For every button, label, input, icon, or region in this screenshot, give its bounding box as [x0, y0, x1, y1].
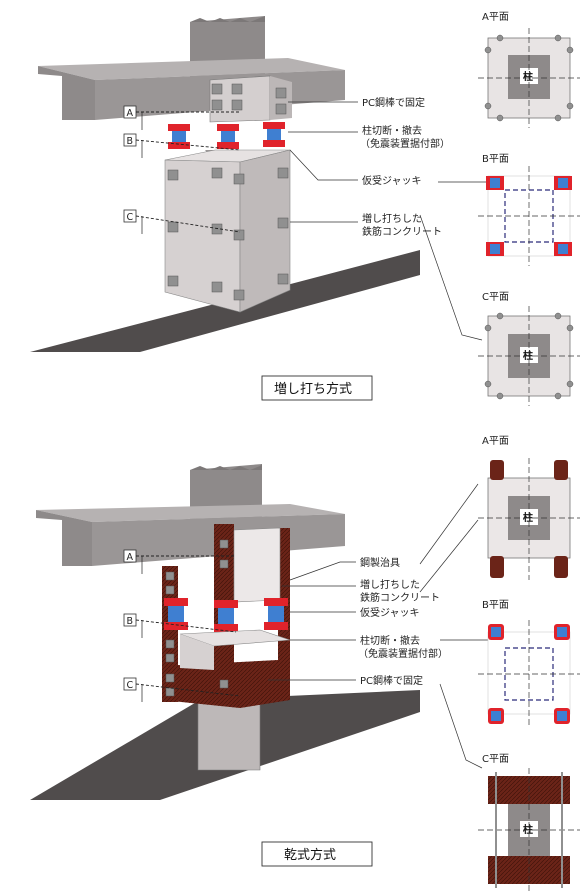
- top-plan-b: B平面: [478, 154, 580, 266]
- bottom-plan-c: C平面 柱: [478, 754, 580, 892]
- bottom-title-box: [261, 841, 373, 867]
- top-marker-b: B: [127, 136, 134, 147]
- top-plan-c: C平面 柱: [478, 292, 580, 406]
- top-leader-lines: [288, 101, 488, 341]
- top-method-illustration: A B C PC鋼棒で固定 柱切断・撤去 （免震装置据付部） 仮受ジャッキ 増し…: [30, 16, 488, 401]
- bottom-callout-cut-2: （免震装置据付部）: [358, 647, 448, 660]
- bottom-jack-row: [164, 598, 288, 632]
- bottom-callout-concrete-1: 増し打ちした: [360, 578, 420, 591]
- bottom-section-markers: A B C: [123, 549, 241, 702]
- top-plan-a-label: A平面: [482, 12, 509, 23]
- top-callout-concrete-1: 増し打ちした: [362, 212, 422, 225]
- bottom-marker-c: C: [127, 680, 134, 691]
- top-beam-slab-front: [38, 66, 95, 120]
- top-plan-b-label: B平面: [482, 154, 509, 165]
- bottom-callout-pc-bar: PC鋼棒で固定: [360, 674, 423, 687]
- top-title: 増し打ち方式: [274, 381, 352, 397]
- bottom-marker-a: A: [127, 552, 134, 563]
- bottom-callout-concrete-2: 鉄筋コンクリート: [360, 591, 440, 604]
- bottom-callout-steel-jig: 鋼製治具: [360, 556, 400, 569]
- top-callout-pc-bar: PC鋼棒で固定: [362, 96, 425, 109]
- bottom-plan-a-column: 柱: [523, 511, 533, 524]
- bottom-beam-slab-top: [36, 504, 345, 522]
- bottom-callout-jack: 仮受ジャッキ: [360, 606, 420, 619]
- bottom-marker-b: B: [127, 616, 134, 627]
- bottom-plan-a-label: A平面: [482, 436, 509, 447]
- top-jack-row: [168, 122, 285, 149]
- bottom-plan-a: A平面 柱: [478, 436, 580, 580]
- bottom-plan-c-label: C平面: [482, 754, 509, 765]
- bottom-leader-lines: [268, 483, 495, 769]
- top-plan-c-label: C平面: [482, 292, 509, 303]
- top-plan-c-column: 柱: [523, 349, 533, 362]
- top-plan-a: A平面 柱: [478, 12, 580, 128]
- top-plan-a-column: 柱: [523, 70, 533, 83]
- top-callout-cut-2: （免震装置据付部）: [360, 137, 450, 150]
- top-marker-c: C: [127, 212, 134, 223]
- top-upper-jacket: [209, 75, 271, 123]
- top-callout-concrete-2: 鉄筋コンクリート: [362, 225, 442, 238]
- top-callout-cut-1: 柱切断・撤去: [362, 124, 422, 137]
- bottom-upper-jacket: [233, 527, 281, 603]
- top-callout-jack: 仮受ジャッキ: [362, 174, 422, 187]
- top-bolt-plates: [167, 83, 289, 301]
- bottom-title: 乾式方式: [284, 847, 336, 863]
- top-beam-slab-top: [38, 58, 345, 80]
- top-marker-a: A: [127, 108, 134, 119]
- top-title-box: [261, 375, 373, 401]
- top-section-markers: A B C: [123, 105, 241, 234]
- bottom-method-illustration: A B C 鋼製治具 増し打ちした 鉄筋コンクリート 仮受ジャッキ: [30, 464, 495, 867]
- bottom-plan-b-label: B平面: [482, 600, 509, 611]
- bottom-callout-cut-1: 柱切断・撤去: [360, 634, 420, 647]
- bottom-plan-b: B平面: [478, 600, 580, 726]
- bottom-bolt-plates: [165, 539, 229, 697]
- bottom-plan-c-column: 柱: [523, 823, 533, 836]
